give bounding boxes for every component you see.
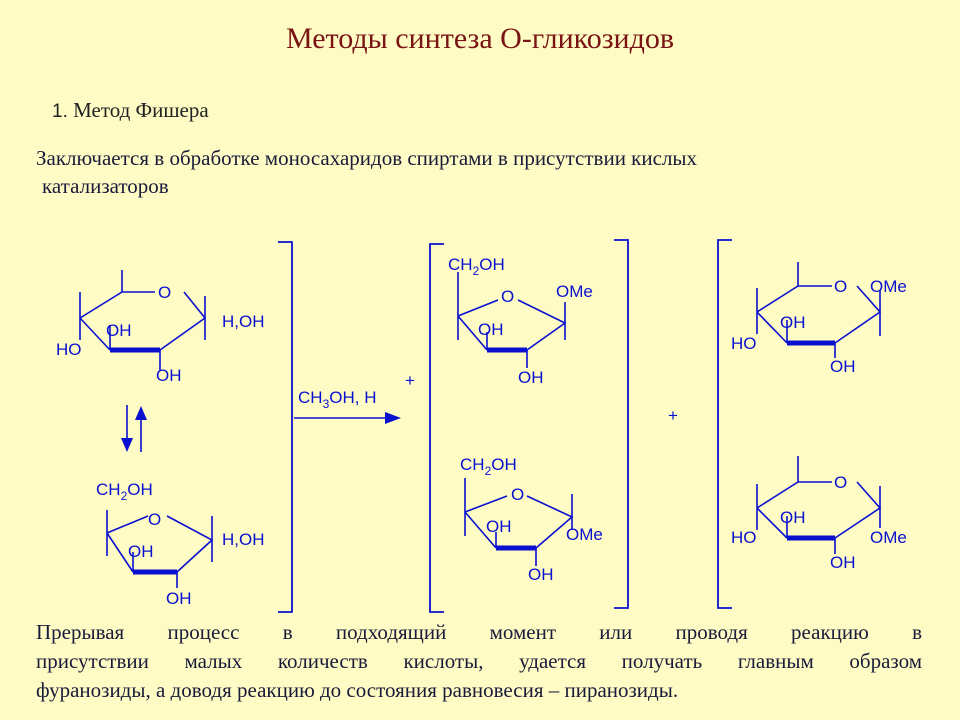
conclusion-line-3: фуранозиды, а доводя реакцию до состояни… (36, 678, 679, 702)
bracket-left-3 (717, 239, 732, 609)
oh-label: OH (830, 553, 856, 572)
oh-label: OH (156, 366, 182, 385)
pyranoside-structure-top: O OMe OH HO OH (731, 262, 907, 376)
conclusion-line-1: Прерывая процесс в подходящий момент или… (36, 620, 922, 644)
ring-oxygen-label: O (511, 485, 524, 504)
method-name: Метод Фишера (73, 98, 209, 122)
oh-label: OH (518, 368, 544, 387)
oh-label: OH (478, 320, 504, 339)
oh-label: OH (780, 313, 806, 332)
ome-label: OMe (870, 277, 907, 296)
oh-label: OH (528, 565, 554, 584)
bracket-left-2 (429, 243, 444, 613)
pyranose-structure-left: O OH HO OH H,OH (56, 270, 265, 385)
bracket-right-1 (278, 241, 293, 613)
oh-label: OH (486, 517, 512, 536)
furanoside-structure-top: CH2OH O OMe OH OH (448, 255, 593, 387)
oh-label: OH (166, 589, 192, 608)
method-heading: 1. Метод Фишера (52, 98, 209, 123)
ch2oh-label: CH2OH (460, 455, 517, 478)
ring-oxygen-label: O (501, 287, 514, 306)
ome-label: OMe (870, 528, 907, 547)
conclusion-paragraph: Прерывая процесс в подходящий момент или… (36, 618, 922, 705)
oh-label: OH (128, 542, 154, 561)
ho-label: HO (731, 334, 757, 353)
description-line-2: катализаторов (42, 174, 169, 198)
ome-label: OMe (566, 525, 603, 544)
reagent-label: CH3OH, H (298, 388, 376, 411)
ch2oh-label: CH2OH (96, 480, 153, 503)
ring-oxygen-label: O (158, 283, 171, 302)
method-number: 1. (52, 101, 68, 122)
oh-label: OH (106, 321, 132, 340)
ch2oh-label: CH2OH (448, 255, 505, 278)
oh-label: OH (780, 508, 806, 527)
description-line-1: Заключается в обработке моносахаридов сп… (36, 146, 698, 170)
ho-label: HO (56, 340, 82, 359)
anomeric-h-oh-label: H,OH (222, 530, 265, 549)
ho-label: HO (731, 528, 757, 547)
page-title: Методы синтеза О-гликозидов (285, 22, 675, 55)
ring-oxygen-label: O (834, 473, 847, 492)
furanoside-structure-bottom: CH2OH O OH OMe OH (460, 455, 603, 584)
reaction-arrow: CH3OH, H + (294, 371, 415, 424)
equilibrium-arrows (121, 405, 147, 452)
bracket-right-2 (614, 239, 629, 609)
furanose-structure-left: CH2OH O OH OH H,OH (96, 480, 265, 608)
method-description: Заключается в обработке моносахаридов сп… (36, 144, 916, 200)
anomeric-h-oh-label: H,OH (222, 312, 265, 331)
pyranoside-structure-bottom: O OH HO OMe OH (731, 456, 907, 572)
ring-oxygen-label: O (834, 277, 847, 296)
oh-label: OH (830, 357, 856, 376)
conclusion-line-2: присутствии малых количеств кислоты, уда… (36, 649, 922, 673)
ome-label: OMe (556, 282, 593, 301)
proton-plus-label: + (405, 371, 415, 390)
plus-sign: + (668, 406, 678, 425)
ring-oxygen-label: O (148, 510, 161, 529)
